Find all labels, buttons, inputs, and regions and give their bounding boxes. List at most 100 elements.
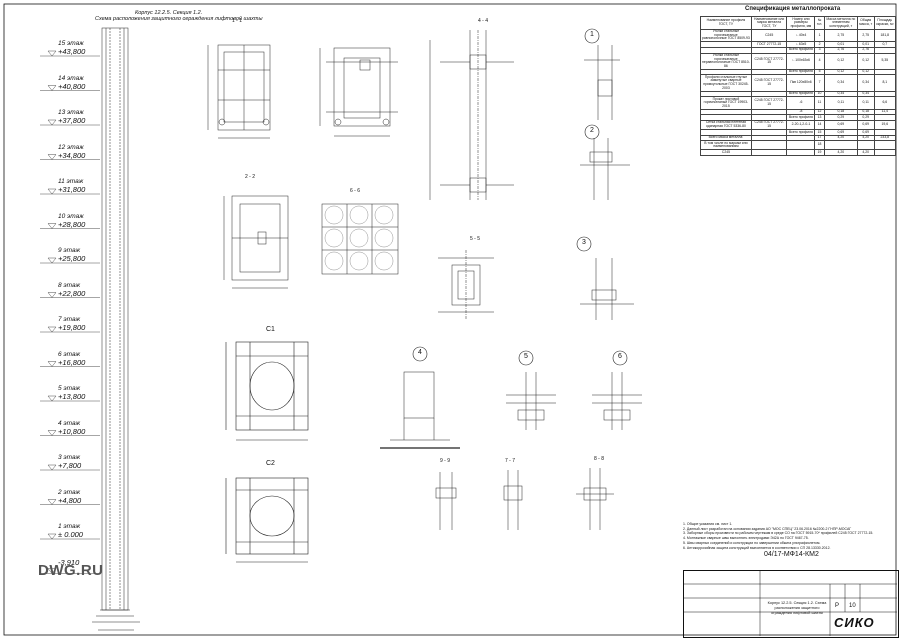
section-label-2-2: 2 - 2 <box>245 174 256 180</box>
level-lines <box>40 50 100 574</box>
spec-header-cell: № п.п. <box>814 16 825 30</box>
spec-cell <box>823 140 858 151</box>
level-marker <box>47 50 57 57</box>
mesh-cell <box>374 251 394 271</box>
level-label: 8 этаж+22,800 <box>58 282 85 298</box>
level-label: 7 этаж+19,800 <box>58 316 85 332</box>
mesh-cell <box>349 228 369 248</box>
spec-cell: 4 <box>814 52 825 70</box>
node-2-drawing <box>580 138 630 200</box>
level-marker <box>47 326 57 333</box>
spec-cell: С245 <box>750 28 788 43</box>
section-6-6-mesh <box>324 205 394 271</box>
spec-cell: 8,1 <box>873 74 897 92</box>
spec-cell: С245 ГОСТ 27772-15 <box>750 74 788 92</box>
level-label: 13 этаж+37,800 <box>58 109 85 125</box>
spec-cell: С245 ГОСТ 27772-15 <box>750 52 788 70</box>
spec-cell: 0,34 <box>856 74 875 92</box>
mesh-cell <box>349 205 369 225</box>
mesh-cell <box>374 205 394 225</box>
elevation-mark: +37,800 <box>58 116 86 125</box>
section-1-1 <box>207 44 271 139</box>
spec-cell: 2,75 <box>856 28 875 43</box>
level-marker <box>47 119 57 126</box>
spec-cell: С245 <box>700 149 752 156</box>
note-item: 3. Заборные сборы произвести по рабочим … <box>683 531 874 536</box>
spec-cell: 0,34 <box>823 74 858 92</box>
floor-name: 13 этаж <box>58 109 84 116</box>
level-label: 2 этаж+4,800 <box>58 489 81 505</box>
section-elevation-middle <box>319 47 398 137</box>
level-marker <box>47 533 57 540</box>
node-label-2: 2 <box>590 127 594 134</box>
spec-cell: 0,12 <box>823 52 858 70</box>
mesh-cell <box>324 228 344 248</box>
level-marker <box>47 292 57 298</box>
spec-cell: Уголки стальные горячекатаные равнополоч… <box>700 28 752 43</box>
node-label-5: 5 <box>524 353 528 360</box>
floor-name: 9 этаж <box>58 247 81 254</box>
spec-cell <box>873 129 897 136</box>
elevation-mark: +19,800 <box>58 323 86 332</box>
node-label-1: 1 <box>590 31 594 38</box>
spec-cell: 0,69 <box>823 119 858 131</box>
spec-cell <box>856 140 875 151</box>
floor-name: 11 этаж <box>58 178 84 185</box>
level-marker <box>47 85 57 91</box>
node-5-drawing <box>506 372 556 430</box>
node-6-drawing <box>592 372 642 430</box>
title-block-title: Корпус 12.2.5. Секция 1.2. Схема располо… <box>767 601 827 615</box>
elevation-mark: +43,800 <box>58 47 86 56</box>
note-item: 5. Швы сварных соединений и конструкции … <box>683 540 821 545</box>
section-2-2 <box>223 195 289 289</box>
panel-label-c1: С1 <box>266 326 275 333</box>
mesh-cell <box>349 251 369 271</box>
stage-value: Р <box>835 603 840 609</box>
spec-cell: 0,11 <box>823 96 858 110</box>
spec-body: Уголки стальные горячекатаные равнополоч… <box>700 28 897 156</box>
spec-cell: 19 <box>814 149 825 156</box>
section-label-7-7: 7 - 7 <box>505 458 516 464</box>
node-4-drawing <box>380 371 460 449</box>
spec-cell: ∟100х63х6 <box>786 52 816 70</box>
spec-cell <box>750 149 788 156</box>
sheet-number: 10 <box>849 603 856 609</box>
spec-header-cell: Наименование профиля ГОСТ, ТУ <box>700 16 752 30</box>
floor-name: 1 этаж <box>58 523 81 530</box>
section-4-4 <box>429 30 514 200</box>
section-label-5-5: 5 - 5 <box>470 236 481 242</box>
elevation-mark: +4,800 <box>58 495 82 505</box>
spec-cell: Прокат листовой горячекатаный ГОСТ 19903… <box>700 96 752 110</box>
header-line-1: Корпус 12.2.5. Секция 1.2. <box>135 10 203 16</box>
floor-name: 6 этаж <box>58 350 81 358</box>
spec-cell <box>700 129 752 136</box>
panel-label-c2: С2 <box>266 460 275 467</box>
level-label: 14 этаж+40,800 <box>58 75 85 91</box>
spec-cell: 0,11 <box>856 96 875 110</box>
spec-header-cell: Номер или размеры профиля, мм <box>786 16 816 30</box>
spec-cell: 0,7 <box>873 41 897 48</box>
spec-header-cell: Площадь окраски, м² <box>873 16 897 30</box>
spec-cell: 7 <box>814 74 825 92</box>
table-row: Профили стальные гнутые замкнутые сварны… <box>700 74 897 92</box>
spec-cell: Пкв 120х80х6 <box>786 74 816 92</box>
spec-header-cell: Наименование или марка металла ГОСТ, ТУ <box>750 16 788 30</box>
level-marker <box>47 430 57 436</box>
spec-cell: 2-20-1,2-0-1 <box>786 119 816 131</box>
level-label: 10 этаж+28,800 <box>58 213 85 229</box>
section-label-4-4: 4 - 4 <box>478 18 489 24</box>
spec-cell: 4,20 <box>823 149 858 156</box>
level-label: 1 этаж± 0.000 <box>58 523 83 539</box>
spec-header-cell: Масса металла по элементам конструкций, … <box>823 16 858 30</box>
table-row: Уголки стальные горячекатаные равнополоч… <box>700 28 897 43</box>
spec-cell: 0,12 <box>856 52 875 70</box>
stamp-grid <box>683 570 897 636</box>
elevation-mark: +16,800 <box>58 357 86 367</box>
mesh-cell <box>324 251 344 271</box>
general-notes: 1. Общие указания см. лист 1.2. Данный л… <box>683 522 897 550</box>
floor-name: 3 этаж <box>58 454 81 461</box>
